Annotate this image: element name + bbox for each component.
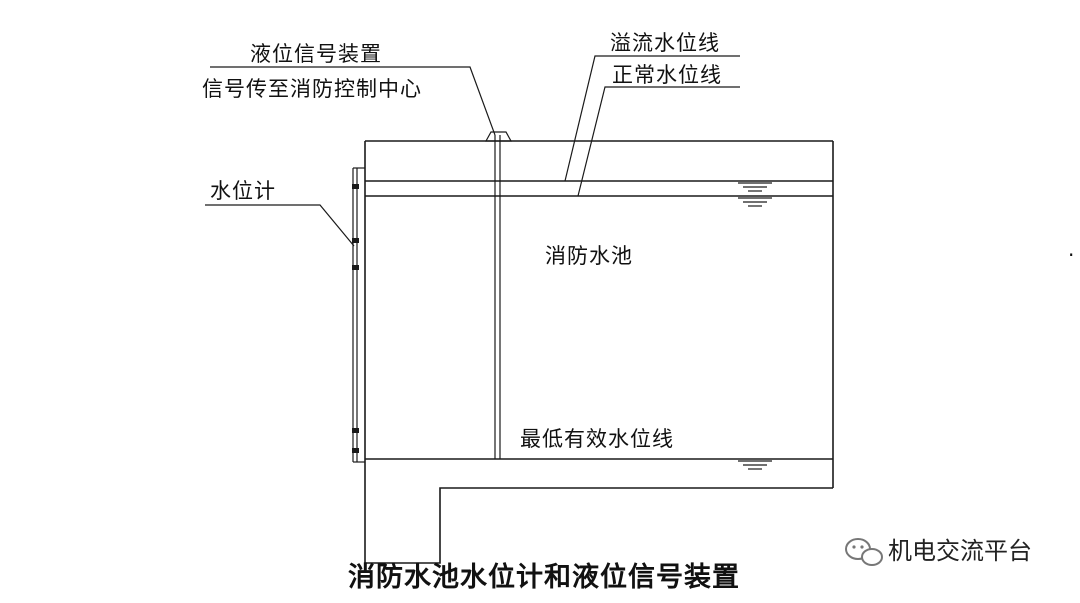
leader-gauge bbox=[205, 204, 355, 247]
label-water-level-gauge: 水位计 bbox=[210, 179, 276, 203]
water-surface-symbol-normal bbox=[738, 197, 772, 207]
pool-bottom-sump bbox=[365, 487, 833, 564]
label-level-signal-device: 液位信号装置 bbox=[250, 42, 382, 66]
cropped-glyph: · bbox=[1068, 243, 1074, 267]
level-signal-device bbox=[484, 131, 513, 459]
watermark: 机电交流平台 bbox=[845, 537, 1032, 566]
signal-device-cap bbox=[484, 131, 513, 142]
leader-signal-device bbox=[210, 66, 496, 136]
wechat-icon bbox=[845, 538, 883, 566]
label-signal-to-control: 信号传至消防控制中心 bbox=[202, 77, 422, 101]
label-overflow-level: 溢流水位线 bbox=[610, 31, 720, 55]
label-normal-level: 正常水位线 bbox=[612, 63, 722, 87]
gauge-bracket bbox=[352, 238, 359, 243]
pool-structure bbox=[364, 140, 834, 564]
water-surface-symbol-overflow bbox=[738, 182, 772, 192]
gauge-bracket bbox=[352, 428, 359, 433]
watermark-text: 机电交流平台 bbox=[888, 537, 1032, 565]
diagram-title: 消防水池水位计和液位信号装置 bbox=[348, 561, 740, 593]
gauge-bracket bbox=[352, 448, 359, 453]
leader-overflow bbox=[564, 55, 740, 182]
label-fire-pool: 消防水池 bbox=[545, 244, 633, 268]
leader-lines bbox=[205, 55, 740, 247]
gauge-bracket bbox=[352, 184, 359, 189]
leader-normal bbox=[577, 86, 740, 197]
water-level-gauge bbox=[352, 167, 365, 463]
label-min-effective-level: 最低有效水位线 bbox=[520, 427, 674, 451]
gauge-bracket bbox=[352, 265, 359, 270]
water-surface-symbol-min bbox=[738, 460, 772, 470]
